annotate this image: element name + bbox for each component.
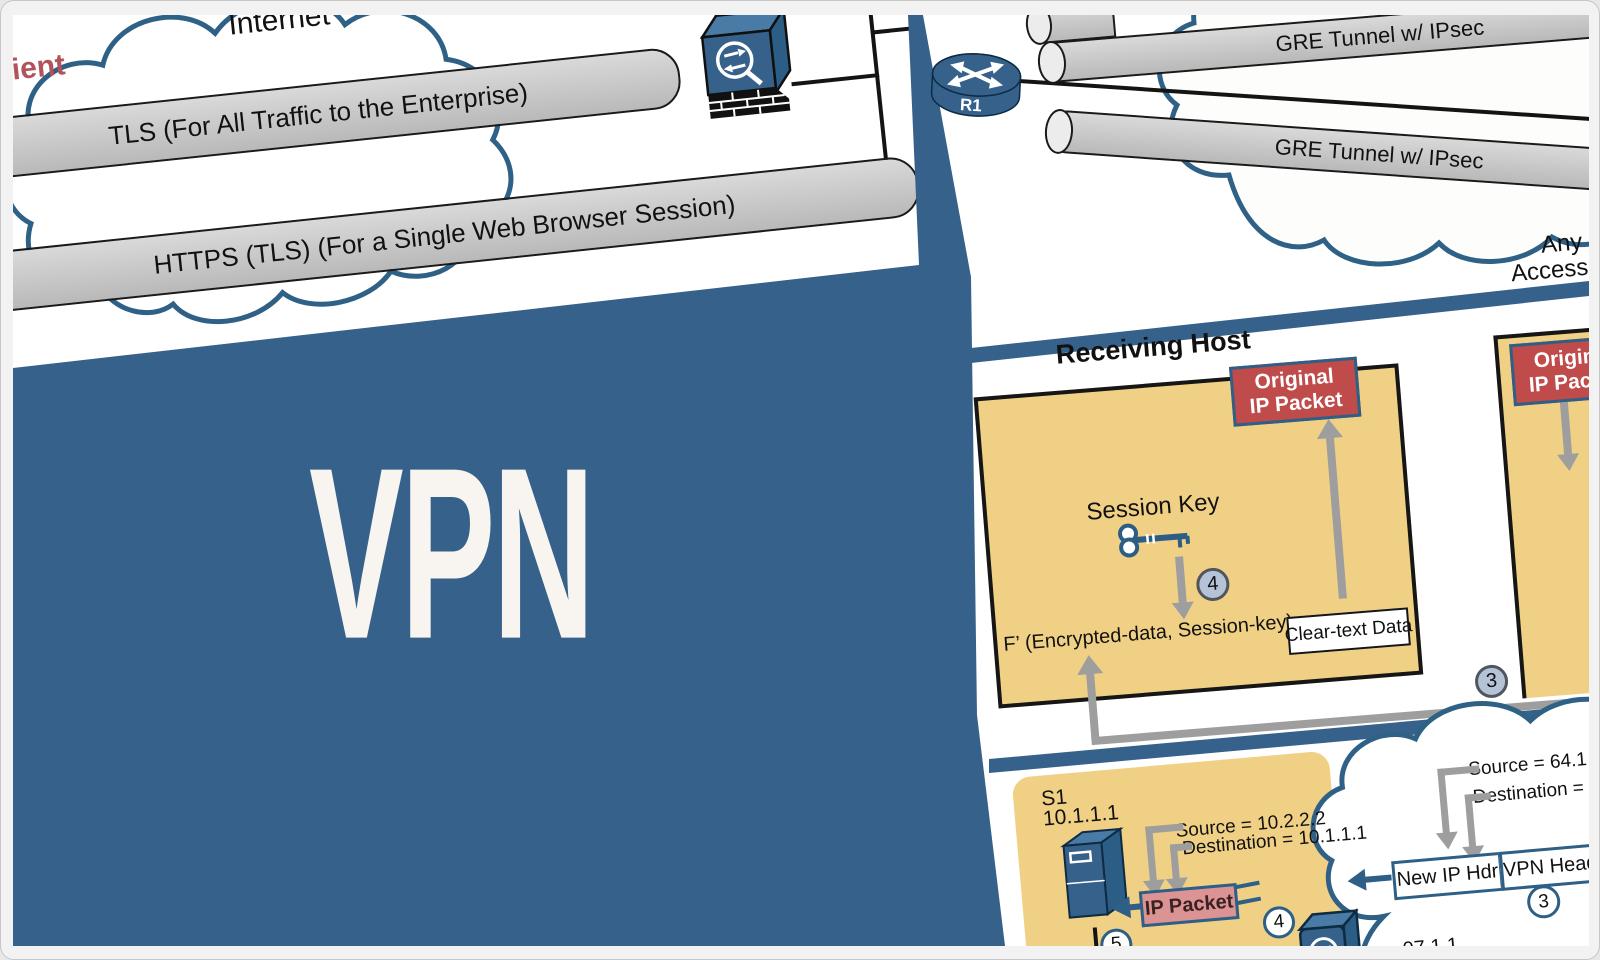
new-ip-hdr-label: New IP Hdr [1395,860,1500,891]
clear-text-label: Clear-text Data [1283,615,1414,647]
session-key-icon [1118,523,1191,558]
vpn-title: VPN [309,417,595,691]
gre-tunnel-bottom-label: GRE Tunnel w/ IPsec [1274,133,1485,174]
key-down-arrow-head [1171,601,1196,621]
decrypt-up-arrow-head [1315,418,1343,440]
ip-packet-arrow-shaft [1127,903,1143,911]
asa-firewall-icon-small [1296,908,1362,946]
incoming-arrow-head [1075,654,1104,676]
router-r1: R1 [927,49,1025,124]
router-icon [930,53,1022,117]
router-label: R1 [959,95,983,116]
collage-content: Internet ient TLS (For [13,15,1589,946]
asa-firewall-icon [699,15,792,119]
original-ip-packet-label-2: Original IP Packet [1509,334,1589,407]
ip-packet-label: IP Packet [1144,889,1235,920]
original-ip-packet-label: Original IP Packet [1228,356,1362,427]
vpn-banner-shape [13,15,1005,946]
divider-strip-top [971,281,1589,363]
server-icon [1060,827,1128,919]
outer-src-arrow-head [1435,831,1460,851]
wan-cloud [1310,696,1589,946]
vpn-header-label: VPN Header [1502,849,1589,882]
fragment-down-arrow-head [1557,453,1581,472]
